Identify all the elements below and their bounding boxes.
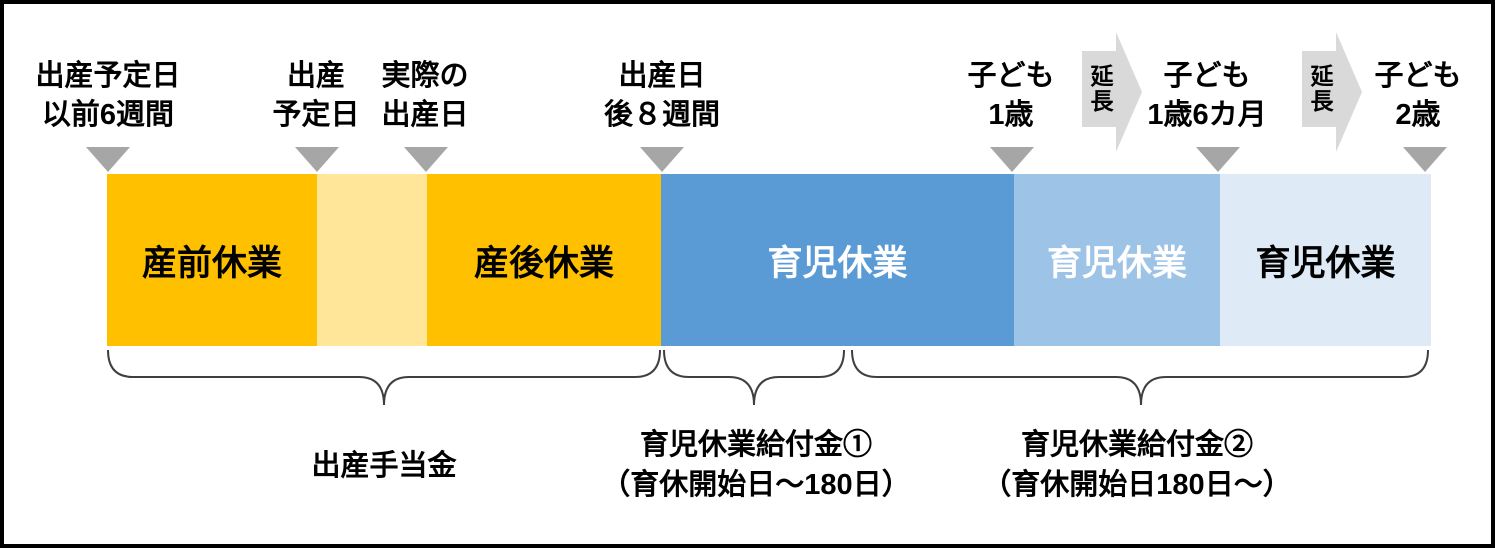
- extension-arrow-icon: [1082, 32, 1142, 152]
- milestone-label-child-1y6m: 子ども 1歳6カ月: [1147, 60, 1267, 131]
- segment-label: 育児休業: [1046, 243, 1187, 283]
- benefit-label-maternity-allowance: 出産手当金: [311, 450, 457, 482]
- benefit-label-childcare-benefit-1: 育児休業給付金① （育休開始日～180日）: [601, 429, 911, 501]
- segment-postnatal-leave: 産後休業: [427, 174, 661, 346]
- segment-prenatal-leave: 産前休業: [107, 174, 317, 346]
- milestone-marker-icon: [295, 147, 339, 172]
- segment-due-to-birth-gap: [317, 174, 427, 346]
- milestone-label-due-minus-6w: 出産予定日 以前6週間: [35, 60, 181, 131]
- extension-arrow: 延長: [1082, 29, 1142, 155]
- extension-arrow: 延長: [1302, 29, 1362, 155]
- segment-label: 産後休業: [473, 243, 614, 283]
- segment-childcare-leave-2: 育児休業: [1014, 174, 1220, 346]
- milestone-label-actual-birth: 実際の 出産日: [381, 60, 469, 131]
- benefit-label-childcare-benefit-2: 育児休業給付金② （育休開始日180日～）: [982, 429, 1292, 501]
- segment-label: 育児休業: [1255, 243, 1396, 283]
- extension-arrow-icon: [1302, 32, 1362, 152]
- milestone-marker-icon: [1196, 147, 1240, 172]
- milestone-marker-icon: [640, 147, 684, 172]
- milestone-marker-icon: [990, 147, 1034, 172]
- milestone-label-child-2y: 子ども 2歳: [1374, 60, 1462, 131]
- brace-benefit-2: [851, 349, 1429, 406]
- segment-label: 産前休業: [141, 243, 282, 283]
- milestone-label-due-date: 出産 予定日: [272, 60, 360, 131]
- brace-benefit-1: [663, 349, 845, 406]
- brace-maternity-allowance: [107, 349, 661, 406]
- milestone-marker-icon: [404, 147, 448, 172]
- segment-childcare-leave-3: 育児休業: [1220, 174, 1431, 346]
- braces-overlay: [107, 349, 1429, 406]
- extension-arrow-label: 延長: [1087, 64, 1113, 114]
- milestone-label-birth-plus-8w: 出産日 後８週間: [603, 60, 721, 131]
- segment-childcare-leave-1: 育児休業: [661, 174, 1014, 346]
- extension-arrow-label: 延長: [1307, 64, 1333, 114]
- milestone-label-child-1y: 子ども 1歳: [967, 60, 1055, 131]
- milestone-marker-icon: [86, 147, 130, 172]
- segment-label: 育児休業: [767, 243, 908, 283]
- milestone-marker-icon: [1403, 147, 1447, 172]
